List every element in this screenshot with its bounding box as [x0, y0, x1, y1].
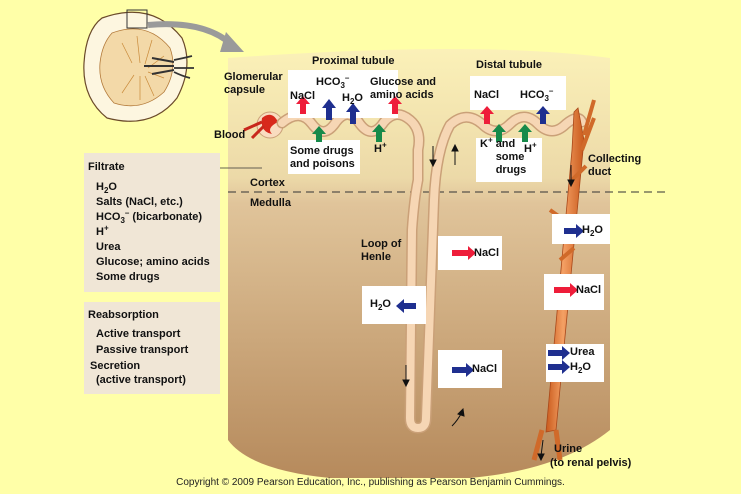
nacl-loop-label: NaCl [474, 247, 500, 259]
filtrate-item: Some drugs [96, 271, 160, 283]
proximal-tubule-label: Proximal tubule [312, 55, 395, 67]
blood-label: Blood [214, 129, 246, 141]
arrow-nacl-loop [452, 246, 476, 260]
loop-of-henle-label: Loop of Henle [361, 238, 402, 263]
h2o-prox-label: H2O [342, 92, 363, 107]
arrow-nacl-distal [480, 106, 494, 124]
k-label: K+ and some drugs [480, 136, 536, 177]
nacl-prox-label: NaCl [290, 90, 316, 102]
h-distal-label: H+ [524, 140, 537, 155]
arrow-drugs [312, 126, 326, 142]
arrow-glucose [388, 96, 402, 114]
kidney-thumbnail [83, 9, 194, 122]
filtrate-item: H+ [96, 223, 109, 238]
h2o-duct1-label: H2O [582, 224, 603, 239]
distal-box-2 [476, 138, 542, 182]
medulla-label: Medulla [250, 197, 291, 209]
prox-box-2 [288, 140, 360, 174]
filtrate-item: Glucose; amino acids [96, 256, 210, 268]
distal-tubule-label: Distal tubule [476, 59, 543, 71]
urine-sub-label: (to renal pelvis) [550, 457, 632, 469]
arrow-k [492, 124, 506, 142]
distal-box [470, 76, 566, 110]
drugs-poisons-label: Some drugs and poisons [290, 145, 355, 170]
h2o-loop-label: H2O [370, 298, 391, 313]
arrow-urea [548, 346, 570, 360]
nacl-distal-label: NaCl [474, 89, 500, 101]
arrow-hco3-prox [322, 99, 336, 120]
arrow-h2o-duct1 [564, 224, 584, 238]
nacl-duct-label: NaCl [576, 284, 602, 296]
arrow-nacl-loop2 [452, 363, 474, 377]
arrow-nacl-duct [554, 283, 578, 297]
filtrate-item: Salts (NaCl, etc.) [96, 196, 183, 208]
filtrate-title: Filtrate [88, 161, 125, 173]
arrow-h-prox [372, 124, 386, 142]
filtrate-item: Urea [96, 241, 121, 253]
filtrate-item: H2O [96, 181, 117, 196]
copyright-text: Copyright © 2009 Pearson Education, Inc.… [176, 477, 565, 488]
legend-passive: Passive transport [96, 344, 189, 356]
arrow-h-distal [518, 124, 532, 142]
arrow-nacl-prox [296, 96, 310, 114]
legend-active: Active transport [96, 328, 181, 340]
arrow-h2o-loop [396, 299, 416, 313]
legend-secretion-sub: (active transport) [96, 374, 186, 386]
urea-label: Urea [570, 346, 595, 358]
h-prox-label: H+ [374, 140, 387, 155]
prox-box [288, 70, 398, 118]
nacl-loop2-label: NaCl [472, 363, 498, 375]
arrow-h2o-prox [346, 103, 360, 124]
legend-title: Reabsorption [88, 309, 159, 321]
collecting-duct-label: Collecting duct [588, 153, 642, 178]
filtrate-panel [84, 153, 220, 292]
k-drugs-text: and some drugs [495, 138, 527, 176]
hco3-prox-label: HCO3– [316, 73, 350, 91]
filtrate-list: H2O Salts (NaCl, etc.) HCO3– (bicarbonat… [96, 180, 210, 285]
glomerular-capsule-label: Glomerular capsule [224, 71, 283, 96]
filtrate-item: HCO3– (bicarbonate) [96, 208, 203, 226]
cortex-label: Cortex [250, 177, 285, 189]
glucose-label: Glucose and amino acids [370, 76, 437, 101]
legend-secretion: Secretion [90, 360, 141, 372]
urine-label: Urine [554, 443, 583, 455]
arrow-h2o-duct2 [548, 360, 570, 374]
hco3-distal-label: HCO3– [520, 86, 554, 104]
arrow-hco3-distal [536, 106, 550, 124]
legend-panel [84, 302, 220, 394]
h2o-duct2-label: H2O [570, 361, 591, 376]
